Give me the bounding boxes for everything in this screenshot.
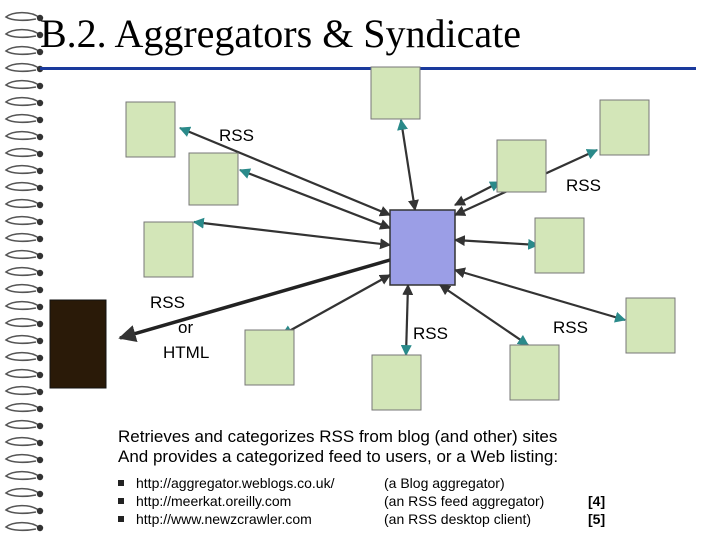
binding-ring <box>4 113 44 124</box>
list-item: http://www.newzcrawler.com (an RSS deskt… <box>118 511 678 529</box>
list-item: http://aggregator.weblogs.co.uk/ (a Blog… <box>118 475 678 493</box>
arrow-to-display-box <box>118 258 391 343</box>
bullet-icon <box>118 480 124 486</box>
arrow-to-site-bottom-right <box>453 267 627 323</box>
display-box <box>49 299 107 389</box>
site-box-top-left <box>125 101 176 158</box>
site-box-bottom-center-right <box>509 344 560 401</box>
binding-ring <box>4 402 44 413</box>
site-box-mid-upper-right <box>496 139 547 193</box>
binding-ring <box>4 198 44 209</box>
label-rss-right: RSS <box>566 176 601 195</box>
binding-ring <box>4 334 44 345</box>
example-ref: [4] <box>588 493 606 509</box>
binding-ring <box>4 266 44 277</box>
binding-ring <box>4 453 44 464</box>
binding-ring <box>4 436 44 447</box>
label-rss-bottom-center: RSS <box>413 324 448 343</box>
example-note: (an RSS feed aggregator) <box>384 493 545 509</box>
example-url[interactable]: http://meerkat.oreilly.com <box>136 493 292 509</box>
examples-list: http://aggregator.weblogs.co.uk/ (a Blog… <box>118 475 678 529</box>
aggregator-box <box>389 209 456 286</box>
arrow-to-site-bottom-left <box>281 274 391 336</box>
site-box-top-center <box>370 66 421 120</box>
binding-ring <box>4 368 44 379</box>
spiral-binding <box>4 11 44 532</box>
binding-ring <box>4 249 44 260</box>
bullet-icon <box>118 498 124 504</box>
example-url[interactable]: http://www.newzcrawler.com <box>136 511 312 527</box>
binding-ring <box>4 300 44 311</box>
binding-ring <box>4 317 44 328</box>
arrow-to-site-mid-left <box>192 217 392 250</box>
arrow-to-site-top-center <box>397 118 419 212</box>
binding-ring <box>4 487 44 498</box>
aggregator-diagram: RSS RSS RSS or HTML RSS RSS <box>49 66 676 411</box>
list-item: http://meerkat.oreilly.com (an RSS feed … <box>118 493 678 511</box>
binding-ring <box>4 79 44 90</box>
site-box-mid-left <box>143 221 194 278</box>
feed-arrows <box>118 118 627 357</box>
site-box-bottom-right <box>625 297 676 354</box>
binding-ring <box>4 351 44 362</box>
example-url[interactable]: http://aggregator.weblogs.co.uk/ <box>136 475 335 491</box>
site-box-bottom-left <box>244 329 295 386</box>
arrow-to-site-mid-upper-right <box>454 181 501 206</box>
label-html: HTML <box>163 343 209 362</box>
label-rss-left: RSS <box>219 126 254 145</box>
arrow-to-site-mid-upper-left <box>238 168 392 230</box>
binding-ring <box>4 45 44 56</box>
slide-title: B.2. Aggregators & Syndicate <box>40 11 522 56</box>
binding-ring <box>4 385 44 396</box>
binding-ring <box>4 11 44 22</box>
site-box-mid-right <box>534 217 585 274</box>
example-ref: [5] <box>588 511 606 527</box>
label-rss-bottom-right: RSS <box>553 318 588 337</box>
binding-ring <box>4 283 44 294</box>
description-line-1: Retrieves and categorizes RSS from blog … <box>118 427 558 446</box>
description: Retrieves and categorizes RSS from blog … <box>118 427 558 467</box>
example-note: (an RSS desktop client) <box>384 511 532 527</box>
example-note: (a Blog aggregator) <box>384 475 505 491</box>
binding-ring <box>4 419 44 430</box>
binding-ring <box>4 504 44 515</box>
site-box-mid-upper-left <box>188 152 239 206</box>
arrow-to-site-bottom-center-left <box>400 283 414 357</box>
binding-ring <box>4 232 44 243</box>
binding-ring <box>4 28 44 39</box>
site-box-bottom-center-left <box>371 354 422 411</box>
binding-ring <box>4 130 44 141</box>
label-rss-or: RSS <box>150 293 185 312</box>
arrow-to-site-mid-right <box>453 235 540 250</box>
binding-ring <box>4 147 44 158</box>
binding-ring <box>4 470 44 481</box>
binding-ring <box>4 215 44 226</box>
binding-ring <box>4 96 44 107</box>
binding-ring <box>4 181 44 192</box>
bullet-icon <box>118 516 124 522</box>
binding-ring <box>4 521 44 532</box>
site-box-top-right <box>599 99 650 156</box>
title-underline <box>40 67 696 70</box>
binding-ring <box>4 164 44 175</box>
description-line-2: And provides a categorized feed to users… <box>118 447 559 466</box>
label-or: or <box>178 318 193 337</box>
arrow-to-site-bottom-center-right <box>439 284 529 346</box>
